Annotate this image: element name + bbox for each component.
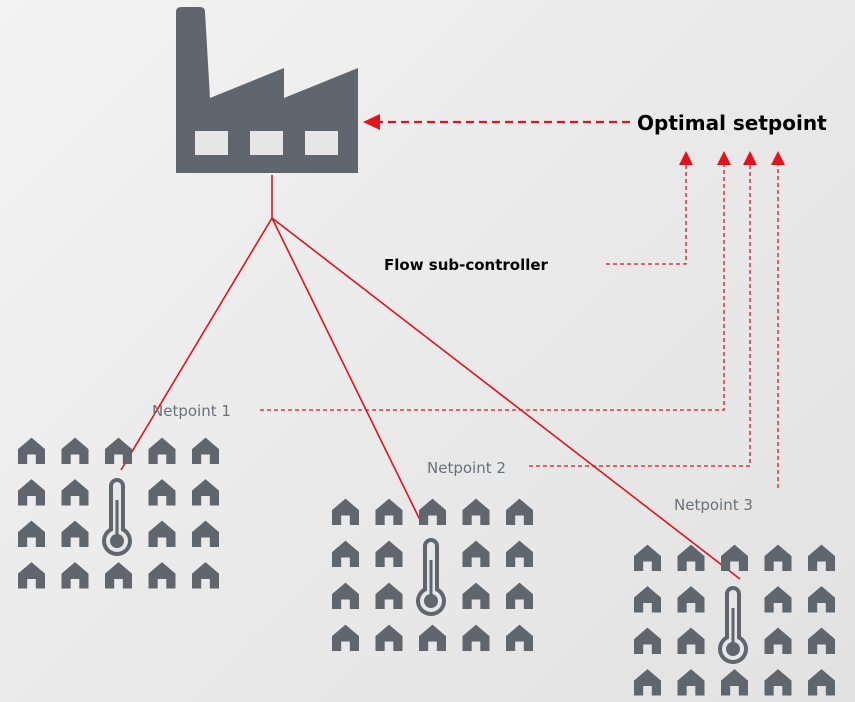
flow-controller-arrowhead <box>679 151 693 165</box>
house-icon <box>332 498 359 525</box>
factory-icon <box>176 7 358 173</box>
house-icon <box>148 562 176 589</box>
house-icon <box>105 437 132 464</box>
house-icon <box>61 562 89 589</box>
house-icon <box>634 627 661 654</box>
house-icon <box>148 520 176 547</box>
house-icon <box>808 627 835 654</box>
flow-subcontroller-label: Flow sub-controller <box>384 256 549 274</box>
house-icon <box>634 586 661 613</box>
house-icon <box>148 437 176 464</box>
house-icon <box>192 562 219 589</box>
house-icon <box>192 479 219 506</box>
house-icon <box>677 586 705 613</box>
house-icon <box>721 544 748 571</box>
netpoint-1-label: Netpoint 1 <box>152 402 231 420</box>
house-icon <box>18 520 45 547</box>
house-icon <box>61 520 89 547</box>
optimal-setpoint-label: Optimal setpoint <box>637 111 827 135</box>
arrowheads <box>363 114 785 165</box>
house-icon <box>808 544 835 571</box>
house-icon <box>375 498 403 525</box>
house-icon <box>61 437 89 464</box>
netpoint-2-signal <box>529 165 751 467</box>
thermometer-icon <box>102 478 132 556</box>
house-icon <box>18 562 45 589</box>
house-icon <box>764 586 792 613</box>
house-icon <box>332 540 359 567</box>
netpoint-2-arrowhead <box>743 151 757 165</box>
house-icon <box>332 624 359 651</box>
house-icon <box>506 624 533 651</box>
setpoint-arrowhead <box>363 114 380 130</box>
house-icon <box>419 624 446 651</box>
house-icon <box>375 540 403 567</box>
house-icon <box>462 498 490 525</box>
thermometer-icon <box>416 538 446 616</box>
house-icon <box>462 540 490 567</box>
house-icon <box>634 669 661 696</box>
netpoint-1-signal <box>260 165 725 411</box>
house-icon <box>808 669 835 696</box>
house-icon <box>419 498 446 525</box>
house-icon <box>462 624 490 651</box>
house-icon <box>192 437 219 464</box>
house-icon <box>764 627 792 654</box>
house-icon <box>375 582 403 609</box>
supply-branch-3 <box>271 217 741 580</box>
house-icon <box>18 479 45 506</box>
house-icon <box>462 582 490 609</box>
house-icon <box>634 544 661 571</box>
house-icon <box>105 562 132 589</box>
house-icon <box>764 544 792 571</box>
house-icon <box>506 582 533 609</box>
supply-branch-2 <box>271 217 422 523</box>
signal-lines <box>260 165 779 488</box>
netpoint-1-arrowhead <box>717 151 731 165</box>
flow-controller-signal <box>606 165 687 265</box>
house-icon <box>332 582 359 609</box>
netpoint-2-label: Netpoint 2 <box>427 459 506 477</box>
distribution-network <box>120 175 741 580</box>
netpoint-3-label: Netpoint 3 <box>674 496 753 514</box>
house-icon <box>375 624 403 651</box>
netpoint-3-arrowhead <box>771 151 785 165</box>
house-icon <box>721 669 748 696</box>
house-icon <box>677 669 705 696</box>
house-icon <box>192 520 219 547</box>
house-icon <box>506 498 533 525</box>
house-icon <box>61 479 89 506</box>
house-icon <box>18 437 45 464</box>
thermometer-icon <box>718 586 748 664</box>
supply-branch-1 <box>120 217 273 471</box>
house-icon <box>148 479 176 506</box>
house-icon <box>506 540 533 567</box>
house-icon <box>808 586 835 613</box>
house-icon <box>677 627 705 654</box>
house-icon <box>764 669 792 696</box>
